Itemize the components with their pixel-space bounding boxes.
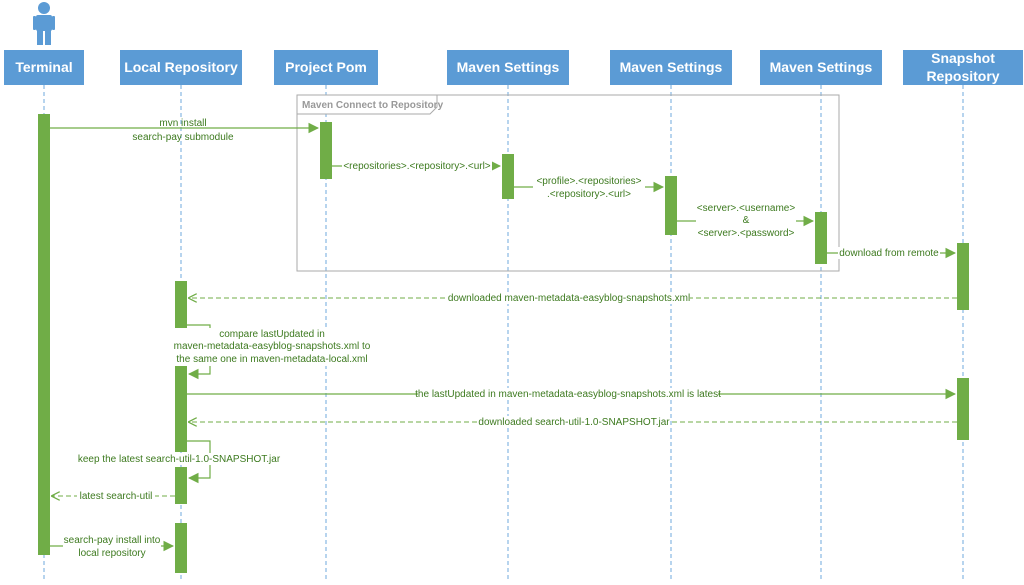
message-label-line-1: search-pay install into — [64, 535, 161, 546]
message-label: latest search-util — [80, 491, 153, 502]
message-download-from-remote: download from remote — [827, 247, 957, 259]
message-label-line-1: mvn install — [159, 118, 206, 129]
participant-project-pom: Project Pom — [274, 50, 378, 85]
message-label: downloaded maven-metadata-easyblog-snaps… — [448, 293, 690, 304]
message-mvn-install: mvn install search-pay submodule — [50, 118, 320, 143]
participant-label: Maven Settings — [770, 59, 873, 75]
participant-terminal: Terminal — [4, 50, 84, 85]
message-label-line-3: <server>.<password> — [698, 228, 795, 239]
participant-maven-settings-3: Maven Settings — [760, 50, 882, 85]
participant-maven-settings-1: Maven Settings — [447, 50, 569, 85]
fragment-frame: Maven Connect to Repository — [296, 94, 840, 272]
activation-bar — [38, 114, 50, 555]
message-downloaded-metadata: downloaded maven-metadata-easyblog-snaps… — [189, 292, 957, 304]
message-repositories-url: <repositories>.<repository>.<url> — [332, 159, 502, 172]
participant-headers: Terminal Local Repository Project Pom Ma… — [4, 50, 1023, 85]
message-label-line-3: the same one in maven-metadata-local.xml — [176, 354, 367, 365]
message-label-line-2: maven-metadata-easyblog-snapshots.xml to — [174, 341, 371, 352]
activation-bar — [175, 281, 187, 328]
message-label: download from remote — [839, 248, 939, 259]
message-latest-search-util: latest search-util — [52, 490, 175, 502]
participant-label-line-1: Snapshot — [931, 50, 995, 66]
message-label-line-2: & — [743, 215, 750, 226]
message-profile-repositories: <profile>.<repositories> .<repository>.<… — [514, 174, 665, 200]
message-install-into-local: search-pay install into local repository — [50, 533, 175, 560]
participant-label: Local Repository — [124, 59, 238, 75]
message-label-line-1: compare lastUpdated in — [219, 329, 325, 340]
participant-label: Terminal — [15, 59, 72, 75]
activation-bar — [957, 378, 969, 440]
activation-bar — [175, 467, 187, 504]
message-label: the lastUpdated in maven-metadata-easybl… — [415, 389, 721, 400]
activation-bar — [815, 212, 827, 264]
person-icon — [33, 2, 55, 45]
activation-bar — [502, 154, 514, 199]
message-label-line-1: <profile>.<repositories> — [536, 176, 641, 187]
message-lastupdated-is-latest: the lastUpdated in maven-metadata-easybl… — [187, 388, 957, 400]
message-server-credentials: <server>.<username> & <server>.<password… — [677, 199, 815, 239]
participant-label: Maven Settings — [457, 59, 560, 75]
activation-bar — [175, 523, 187, 573]
message-label-line-2: search-pay submodule — [132, 132, 234, 143]
message-compare-lastupdated: compare lastUpdated in maven-metadata-ea… — [174, 324, 371, 380]
message-label-line-2: local repository — [78, 548, 145, 559]
message-label-line-1: <server>.<username> — [697, 203, 796, 214]
message-label: keep the latest search-util-1.0-SNAPSHOT… — [78, 454, 281, 465]
message-label: downloaded search-util-1.0-SNAPSHOT.jar — [478, 417, 670, 428]
activation-bar — [320, 122, 332, 179]
participant-snapshot-repository: Snapshot Repository — [903, 50, 1023, 85]
participant-maven-settings-2: Maven Settings — [610, 50, 732, 85]
activations — [38, 114, 969, 573]
participant-local-repository: Local Repository — [120, 50, 242, 85]
message-keep-latest-jar: keep the latest search-util-1.0-SNAPSHOT… — [78, 440, 281, 484]
message-label: <repositories>.<repository>.<url> — [343, 161, 490, 172]
activation-bar — [957, 243, 969, 310]
activation-bar — [665, 176, 677, 235]
message-downloaded-jar: downloaded search-util-1.0-SNAPSHOT.jar — [189, 416, 957, 428]
messages: mvn install search-pay submodule <reposi… — [50, 118, 957, 560]
activation-bar — [175, 366, 187, 452]
participant-label: Maven Settings — [620, 59, 723, 75]
participant-label: Project Pom — [285, 59, 367, 75]
fragment-title: Maven Connect to Repository — [302, 100, 444, 111]
participant-label-line-2: Repository — [926, 68, 999, 84]
message-label-line-2: .<repository>.<url> — [547, 189, 631, 200]
